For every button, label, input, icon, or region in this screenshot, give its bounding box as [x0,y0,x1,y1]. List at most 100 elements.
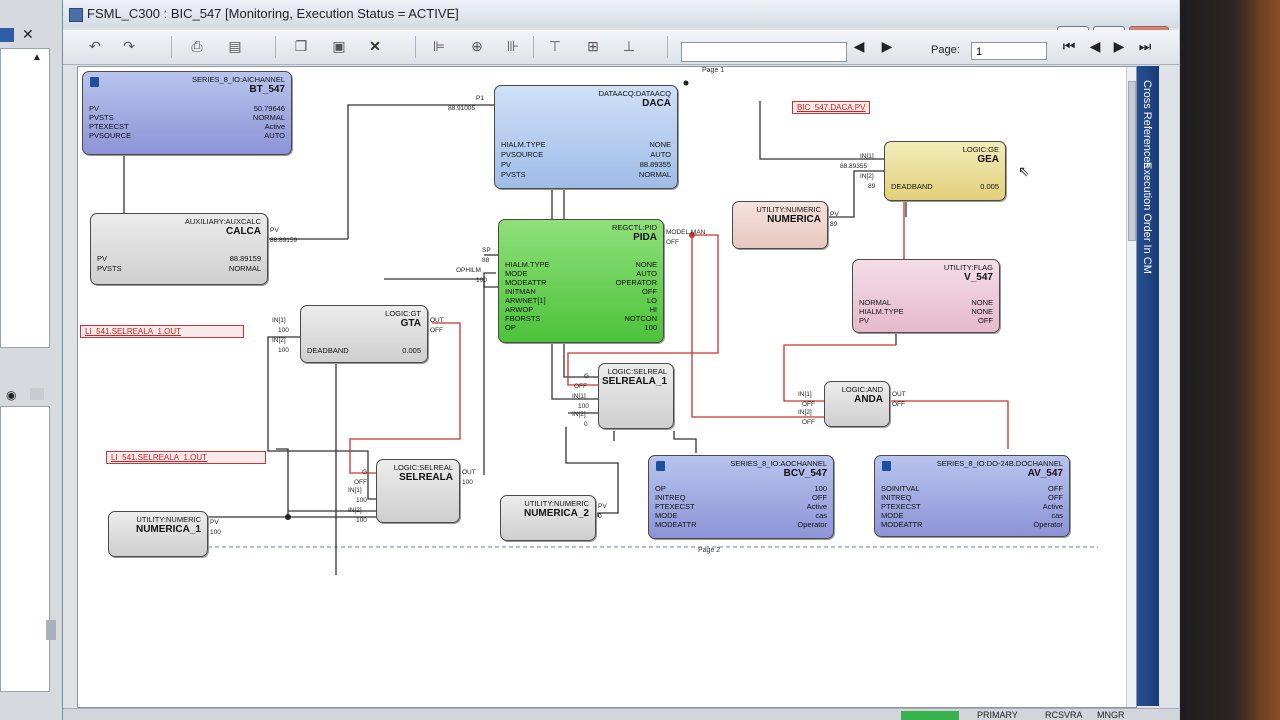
pin-value: 100 [462,479,473,486]
block-name: BCV_547 [783,468,827,479]
pin-value: 88 [482,257,490,264]
status-indicator [901,711,959,720]
eye-icon[interactable]: ◉ [6,388,17,402]
canvas-vertical-scrollbar[interactable] [1126,67,1136,707]
align-bottom-icon[interactable]: ⊥ [622,38,636,54]
copy-icon[interactable]: ❐ [294,38,308,54]
print-preview-icon[interactable]: ▤ [228,38,242,54]
pin-value: 100 [278,327,289,334]
pin-label: P1 [476,95,484,102]
align-left-icon[interactable]: ⊫ [432,38,446,54]
mouse-cursor-icon: ⇖ [1018,163,1030,179]
status-bar: PRIMARY RCSVRA MNGR [63,708,1179,720]
pin-label: IN[2] [798,409,812,416]
next-page-icon[interactable]: ▶ [1113,38,1125,54]
align-center-icon[interactable]: ⊕ [471,38,483,54]
distribute-icon[interactable]: ⊞ [587,38,599,54]
block-numerica-1[interactable]: UTILITY:NUMERIC NUMERICA_1 [108,511,208,557]
block-type: UTILITY:FLAG [943,263,993,272]
connection-ref-li-selreala[interactable]: LI_541.SELREALA_1.OUT [106,451,266,464]
previous-icon[interactable]: ◀ [853,38,865,54]
print-icon[interactable]: ⎙ [191,38,203,54]
tab-execution-order[interactable]: Execution Order In CM [1141,162,1153,274]
undo-icon[interactable]: ↶ [89,38,101,54]
first-page-icon[interactable]: ⏮ [1062,38,1076,54]
block-selreala-1[interactable]: LOGIC:SELREAL SELREALA_1 [598,363,674,429]
page-marker-bottom: Page 2 [698,547,721,554]
block-selreala[interactable]: LOGIC:SELREAL SELREALA [376,459,460,523]
block-name: SELREALA [399,472,453,483]
pin-label: OPHILM [456,267,481,274]
search-input[interactable] [681,42,847,62]
block-name: NUMERICA [767,214,821,225]
scroll-up-icon[interactable]: ▲ [32,52,42,63]
last-page-icon[interactable]: ⏭ [1138,38,1152,54]
pin-value: OFF [892,401,905,408]
block-name: V_547 [964,272,993,283]
paste-icon[interactable]: ▣ [332,38,346,54]
block-av-547[interactable]: SERIES_8_IO:DO-24B.DOCHANNEL AV_547 SOIN… [874,455,1070,537]
align-top-icon[interactable]: ⊤ [548,38,562,54]
pin-label: PV [270,227,279,234]
io-channel-icon [656,461,665,471]
block-name: DACA [642,98,671,109]
block-name: CALCA [226,226,261,237]
delete-icon[interactable]: ✕ [369,38,381,54]
previous-page-icon[interactable]: ◀ [1089,38,1101,54]
block-numerica[interactable]: UTILITY:NUMERIC NUMERICA [732,201,828,249]
tab-cross-references[interactable]: Cross References [1141,80,1153,169]
pin-value: 100 [356,497,367,504]
pin-value: 89 [868,183,876,190]
block-type: SERIES_8_IO:AICHANNEL [192,75,285,84]
pin-label: PV [598,503,607,510]
library-pane[interactable] [0,406,50,692]
left-dock-panel: ✕ ▲ ◉ [0,0,63,720]
monitor-screen: ✕ ▲ ◉ FSML_C300 : BIC_547 [Monitoring, E… [0,0,1180,720]
next-icon[interactable]: ▶ [881,38,893,54]
pin-value: OFF [802,419,815,426]
scroll-thumb[interactable] [1128,81,1136,241]
connection-ref-li-gta[interactable]: LI_541.SELREALA_1.OUT [80,325,244,338]
pin-label: IN[1] [798,391,812,398]
pin-value: 100 [476,277,487,284]
redo-icon[interactable]: ↷ [123,38,135,54]
block-type: REGCTL:PID [611,223,657,232]
pin-label: OUT [430,317,444,324]
block-type: LOGIC:GT [385,309,421,318]
connection-ref-bic-daca-pv[interactable]: BIC_547.DACA.PV [792,101,871,114]
block-numerica-2[interactable]: UTILITY:NUMERIC NUMERICA_2 [500,495,596,541]
minimize-pane-button[interactable] [30,388,44,400]
align-right-icon[interactable]: ⊪ [506,38,520,54]
scroll-thumb[interactable] [46,620,56,640]
diagram-canvas[interactable]: Page 1 Page 2 SERIES_8_IO:AICHANNEL BT_5… [77,66,1137,708]
close-icon[interactable]: ✕ [22,26,34,42]
page-number-input[interactable]: 1 [971,42,1047,60]
explorer-pane[interactable] [0,48,50,348]
pin-label: OUT [462,469,476,476]
block-name: PIDA [633,232,657,243]
block-anda[interactable]: LOGIC:AND ANDA [824,381,890,427]
window-title: FSML_C300 : BIC_547 [Monitoring, Executi… [87,6,459,21]
pin-label: IN[2] [572,411,586,418]
pin-label: SP [482,247,491,254]
pin-label: IN[2] [860,173,874,180]
